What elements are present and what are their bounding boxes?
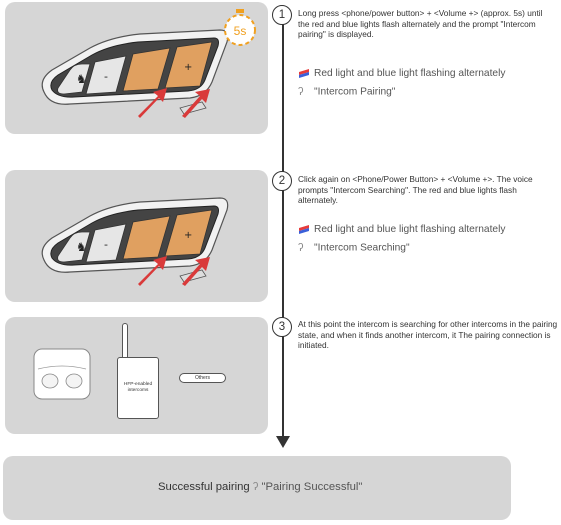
result-label: Successful pairing [158,481,250,493]
step-number-2: 2 [272,171,292,191]
earbuds-case-icon [33,348,91,400]
press-arrow-icon [182,89,210,118]
red-blue-light-icon [299,225,309,235]
ear-icon: ʔ [252,481,259,493]
svg-text:♞: ♞ [76,240,87,254]
red-blue-light-icon [299,69,309,79]
press-arrow-icon [182,257,210,286]
step3-instructions: At this point the intercom is searching … [298,319,558,351]
step1-voice-prompt: ʔ "Intercom Pairing" [298,86,395,98]
svg-text:♞: ♞ [76,72,87,86]
step-number-1: 1 [272,5,292,25]
svg-text:+: + [184,230,192,241]
timeline-arrow-icon [276,436,290,448]
timer-label: 5s [234,24,247,38]
step2-light-status: Red light and blue light flashing altern… [298,224,505,235]
intercom-device-illustration: ♞ - + [41,29,229,118]
svg-text:-: - [104,70,108,83]
svg-text:+: + [184,62,192,73]
others-device-label: Others [179,373,226,383]
step2-instructions: Click again on <Phone/Power Button> + <V… [298,174,533,206]
result-panel [3,456,511,520]
hfp-intercom-device: HFP-enabled intercoms [117,357,159,419]
step1-voice-prompt-text: "Intercom Pairing" [314,86,396,98]
press-arrow-icon [138,256,167,286]
intercom-device-illustration: ♞ - + [41,197,229,286]
intercom-device-body: ♞ - + [41,29,229,115]
stopwatch-icon: 5s [224,9,256,46]
svg-text:-: - [104,238,108,251]
step2-light-status-text: Red light and blue light flashing altern… [314,224,506,235]
step2-voice-prompt: ʔ "Intercom Searching" [298,242,410,254]
result-voice-prompt: "Pairing Successful" [261,481,363,493]
step1-instructions: Long press <phone/power button> + <Volum… [298,8,543,40]
timeline-line [282,24,284,440]
ear-icon: ʔ [298,86,304,98]
antenna-icon [122,323,128,358]
step1-light-status-text: Red light and blue light flashing altern… [314,68,506,79]
intercom-device-body: ♞ - + [41,197,229,283]
hfp-label: HFP-enabled intercoms [123,382,153,393]
result-message: Successful pairing ʔ "Pairing Successful… [158,481,362,493]
step1-light-status: Red light and blue light flashing altern… [298,68,505,79]
press-arrow-icon [138,88,167,118]
step-number-3: 3 [272,317,292,337]
ear-icon: ʔ [298,242,304,254]
step2-voice-prompt-text: "Intercom Searching" [314,242,410,254]
